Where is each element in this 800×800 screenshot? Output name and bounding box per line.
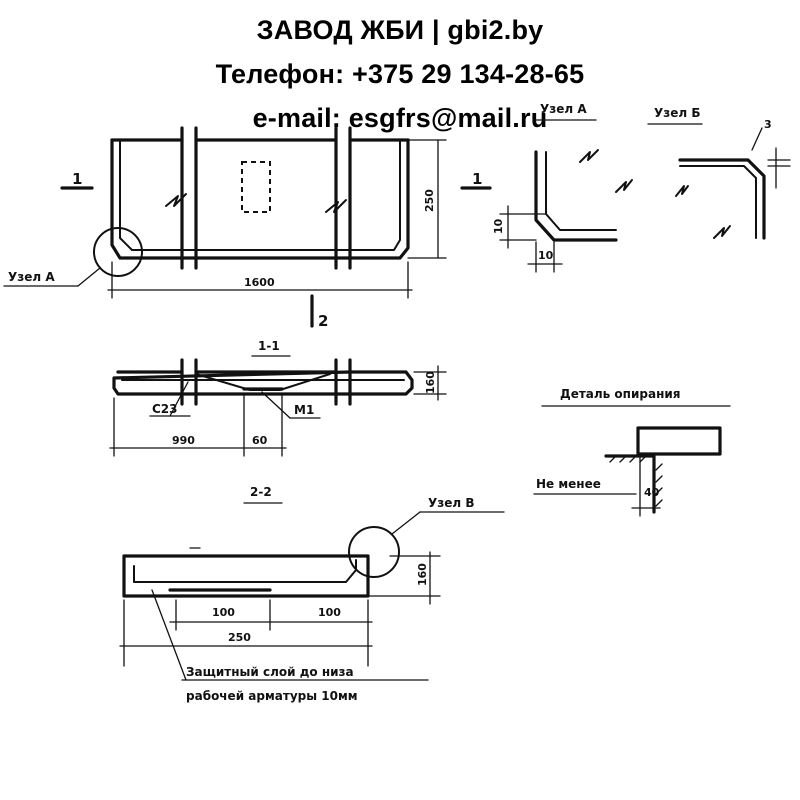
section-2-2-rebar — [133, 559, 357, 583]
section-2-2-dim-100-right: 100 — [318, 606, 341, 619]
node-a-callout-circle — [93, 227, 143, 277]
mesh-m1-leader — [261, 391, 291, 419]
node-a-inner — [545, 151, 617, 231]
node-a-dim-vertical: 10 — [492, 218, 505, 234]
section-mark-1-left: 1 — [72, 170, 82, 188]
section-2-2: 2-2 Узел В 160 100 100 250 Защитный слой… — [119, 485, 505, 703]
support-slab — [636, 426, 722, 456]
node-b-detail: Узел Б 3 — [647, 106, 791, 240]
node-v-callout-label: Узел В — [428, 496, 474, 510]
cover-note-line2: рабочей арматуры 10мм — [186, 689, 358, 703]
node-a-dim-horizontal: 10 — [538, 249, 554, 262]
header-phone: Телефон: +375 29 134-28-65 — [215, 59, 585, 89]
section-1-1: 1-1 160 С23 М1 990 60 — [109, 339, 447, 457]
rebar-c23-leader — [169, 381, 189, 417]
node-a-break-right — [615, 179, 633, 193]
section-1-1-height: 160 — [424, 371, 437, 394]
node-a-detail: Узел А 10 10 — [492, 102, 633, 273]
node-a-leader — [77, 267, 101, 287]
plan-width-dim: 250 — [423, 189, 436, 212]
section-2-2-height: 160 — [416, 563, 429, 586]
node-a-outer — [534, 150, 618, 242]
support-detail-title: Деталь опирания — [560, 387, 680, 401]
support-not-less: Не менее — [536, 477, 601, 491]
node-a-title: Узел А — [540, 102, 587, 116]
section-1-1-slab — [112, 370, 414, 396]
section-1-1-dim-60: 60 — [252, 434, 268, 447]
plan-break-mark-left — [165, 193, 187, 207]
node-a-callout-label: Узел А — [8, 270, 55, 284]
section-mark-2: 2 — [318, 312, 328, 330]
section-2-2-dim-250: 250 — [228, 631, 251, 644]
support-hatch — [609, 455, 663, 507]
support-wall — [604, 454, 656, 514]
section-2-2-title: 2-2 — [250, 485, 272, 499]
node-b-dim-3: 3 — [764, 118, 772, 131]
section-1-1-title: 1-1 — [258, 339, 280, 353]
rebar-c23-label: С23 — [152, 402, 178, 416]
cover-note-line1: Защитный слой до низа — [186, 665, 354, 679]
section-mark-1-right: 1 — [472, 170, 482, 188]
mesh-m1-label: М1 — [294, 403, 314, 417]
node-b-outer — [678, 158, 766, 240]
node-v-leader — [391, 511, 421, 535]
support-detail: Деталь опирания 40 Не менее — [533, 387, 731, 517]
node-a-break-top — [579, 149, 599, 163]
header-email: e-mail: esgfrs@mail.ru — [252, 103, 548, 133]
node-b-leader — [751, 127, 763, 151]
plan-outline — [110, 138, 410, 260]
plan-view: 1 1 250 1600 2 Узел А — [3, 126, 492, 330]
plan-rebar-outline — [119, 139, 401, 251]
plan-length-dim: 1600 — [244, 276, 275, 289]
node-b-break-mid — [675, 185, 689, 197]
node-b-inner — [679, 165, 757, 239]
support-dim-40: 40 — [644, 486, 660, 499]
plan-break-mark-right — [325, 199, 347, 213]
cover-note-leader — [151, 589, 187, 681]
node-b-title: Узел Б — [654, 106, 700, 120]
section-1-1-dim-990: 990 — [172, 434, 195, 447]
node-b-break-bot — [713, 225, 731, 239]
node-v-callout-circle — [348, 526, 400, 578]
section-2-2-dim-100-left: 100 — [212, 606, 235, 619]
header-company: ЗАВОД ЖБИ | gbi2.by — [256, 15, 544, 45]
plan-embedded-part — [241, 161, 271, 213]
header-contacts: ЗАВОД ЖБИ | gbi2.by Телефон: +375 29 134… — [0, 8, 800, 140]
